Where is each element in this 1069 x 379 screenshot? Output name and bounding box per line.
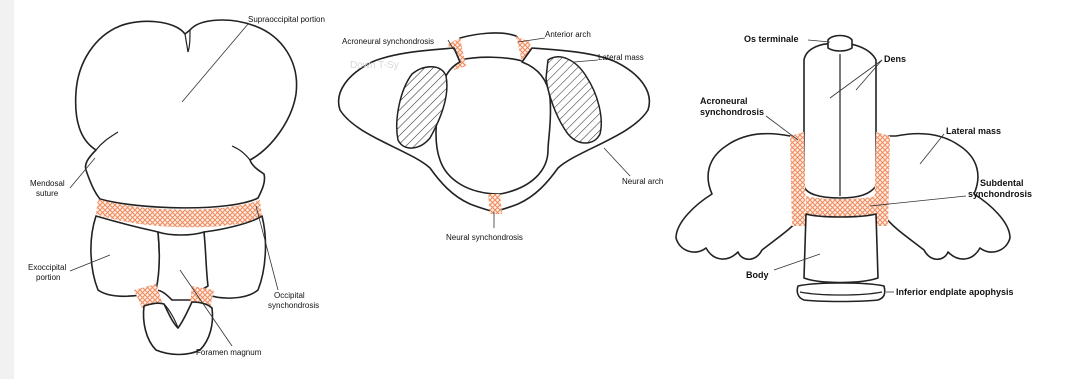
anterior-arch-shape [456, 33, 526, 62]
label-acroneural-c-2: synchondrosis [700, 107, 764, 117]
label-inferior-endplate: Inferior endplate apophysis [896, 287, 1014, 297]
label-mendosal-2: suture [36, 189, 59, 198]
basiocciput-shape [144, 302, 213, 355]
label-lateral-mass-b: Lateral mass [598, 53, 644, 62]
atlas-ring-shape [339, 48, 650, 212]
label-occipital-sync-1: Occipital [274, 291, 305, 300]
inferior-endplate-shape [797, 283, 885, 302]
label-neural-sync: Neural synchondrosis [446, 233, 523, 242]
os-terminale-shape [828, 36, 852, 52]
label-foramen: Foramen magnum [196, 348, 262, 357]
occipital-bone-diagram: Supraoccipital portion Mendosal suture E… [28, 15, 325, 357]
label-body: Body [746, 270, 769, 280]
axis-diagram: Os terminale Dens Acroneural synchondros… [676, 34, 1032, 302]
label-subdental-2: synchondrosis [968, 189, 1032, 199]
axis-body-shape [804, 214, 878, 283]
label-exoccipital-1: Exoccipital [28, 263, 66, 272]
watermark-text: Down T-Sy [350, 60, 399, 71]
label-dens: Dens [884, 54, 906, 64]
label-neural-arch: Neural arch [622, 177, 663, 186]
exoccipital-right-shape [203, 216, 266, 298]
label-occipital-sync-2: synchondrosis [268, 301, 319, 310]
atlas-diagram: Down T-Sy Acroneural synchondrosis Anter… [339, 30, 664, 242]
label-acroneural-c-1: Acroneural [700, 96, 748, 106]
left-edge-bar [0, 0, 14, 379]
exoccipital-left-shape [91, 216, 159, 296]
label-exoccipital-2: portion [36, 273, 60, 282]
label-os-terminale: Os terminale [744, 34, 799, 44]
label-lateral-mass-c: Lateral mass [946, 126, 1001, 136]
supraoccipital-portion-shape [76, 20, 297, 208]
label-subdental-1: Subdental [980, 178, 1024, 188]
label-supraoccipital: Supraoccipital portion [248, 15, 325, 24]
label-acroneural-b: Acroneural synchondrosis [342, 37, 434, 46]
label-mendosal-1: Mendosal [30, 179, 65, 188]
label-anterior-arch: Anterior arch [545, 30, 591, 39]
